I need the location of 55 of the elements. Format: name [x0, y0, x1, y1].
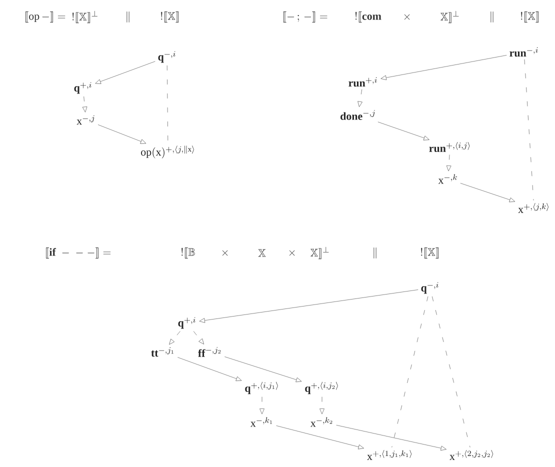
- formula-label: $\llbracket \mathrm{op}\,-\rrbracket =$: [26, 12, 66, 22]
- formula-label: $\times$: [222, 250, 228, 256]
- arrow: [446, 154, 452, 172]
- arrow: [95, 61, 156, 84]
- move-label: $\mathbf{tt}^{-,j_1}$: [151, 347, 174, 357]
- arrow: [276, 425, 364, 450]
- move-label: $\mathbf{q}^{-,i}$: [421, 282, 438, 294]
- arrow: [82, 96, 88, 112]
- arrow: [260, 396, 264, 414]
- formula-label: $!\llbracket\mathbb{B}$: [182, 248, 195, 258]
- arrow: [224, 356, 302, 382]
- arrow: [320, 396, 324, 414]
- move-label: $\mathbf{q}^{+,\langle i,j_1\rangle}$: [245, 382, 278, 394]
- move-label: $\mathbf{q}^{+,i}$: [74, 82, 92, 94]
- move-label: $\mathrm{x}^{-,k_1}$: [250, 417, 272, 427]
- formula-label: $\llbracket \mathbf{if}\;-\;-\;-\rrbracket =$: [46, 248, 111, 258]
- formula-label: $\llbracket -\,;\,-\rrbracket =$: [283, 12, 328, 22]
- move-label: $\mathrm{x}^{-,j}$: [76, 115, 94, 125]
- move-label: $\mathrm{x}^{+,\langle j,k\rangle}$: [518, 203, 548, 213]
- formula-label: $\mathbb{X}$: [258, 249, 266, 257]
- move-label: $\mathrm{op}(\mathrm{x})^{+,\langle j,\|\mathrm{x}\rangle}$: [141, 146, 194, 158]
- move-label: $\mathbf{run}^{+,\langle i,j\rangle}$: [429, 142, 470, 152]
- arrow: [193, 331, 204, 344]
- formula-label: $\|$: [126, 12, 130, 22]
- arrow: [336, 424, 446, 451]
- move-label: $\mathrm{x}^{-,k_2}$: [310, 417, 332, 427]
- formula-label: $!\llbracket\mathbb{X}\rrbracket$: [161, 12, 179, 22]
- arrow: [169, 331, 180, 345]
- formula-label: $!\llbracket\mathbb{X}\rrbracket^{\perp}$: [72, 10, 98, 24]
- arrow: [358, 89, 362, 108]
- arrow: [98, 124, 146, 144]
- formula-label: $\|$: [490, 12, 494, 22]
- arrow: [177, 357, 242, 382]
- formula-label: $\times$: [404, 14, 410, 20]
- arrow: [380, 55, 507, 80]
- arrow: [460, 182, 516, 202]
- arrow: [378, 122, 430, 140]
- move-label: $\mathbf{ff}^{-,j_2}$: [198, 347, 221, 357]
- formula-label: $!\llbracket\mathbb{X}\rrbracket$: [521, 12, 539, 22]
- formula-label: $\times$: [289, 250, 295, 256]
- move-label: $\mathbf{run}^{+,i}$: [348, 77, 377, 87]
- move-label: $\mathrm{x}^{+,\langle 2,j_2,j_2\rangle}$: [450, 450, 494, 460]
- move-label: $\mathbf{q}^{+,\langle i,j_2\rangle}$: [305, 382, 338, 394]
- move-label: $\mathrm{x}^{-,k}$: [438, 174, 457, 184]
- formula-label: $\mathbb{X}\rrbracket^{\perp}$: [310, 246, 329, 260]
- move-label: $\mathbf{run}^{-,i}$: [510, 47, 538, 57]
- move-label: $\mathbf{q}^{-,i}$: [158, 51, 176, 63]
- move-label: $\mathrm{x}^{+,\langle 1,j_1,k_1\rangle}$: [367, 450, 412, 460]
- formula-label: $\|$: [374, 248, 376, 258]
- arrow: [199, 290, 418, 323]
- move-label: $\mathbf{done}^{-,j}$: [340, 110, 375, 120]
- move-label: $\mathbf{q}^{+,i}$: [178, 317, 196, 329]
- formula-label: $!\llbracket\mathbb{X}\rrbracket$: [421, 248, 439, 258]
- formula-label: $!\llbracket\mathbf{com}$: [356, 12, 382, 22]
- formula-label: $\mathbb{X}\rrbracket^{\perp}$: [440, 10, 459, 24]
